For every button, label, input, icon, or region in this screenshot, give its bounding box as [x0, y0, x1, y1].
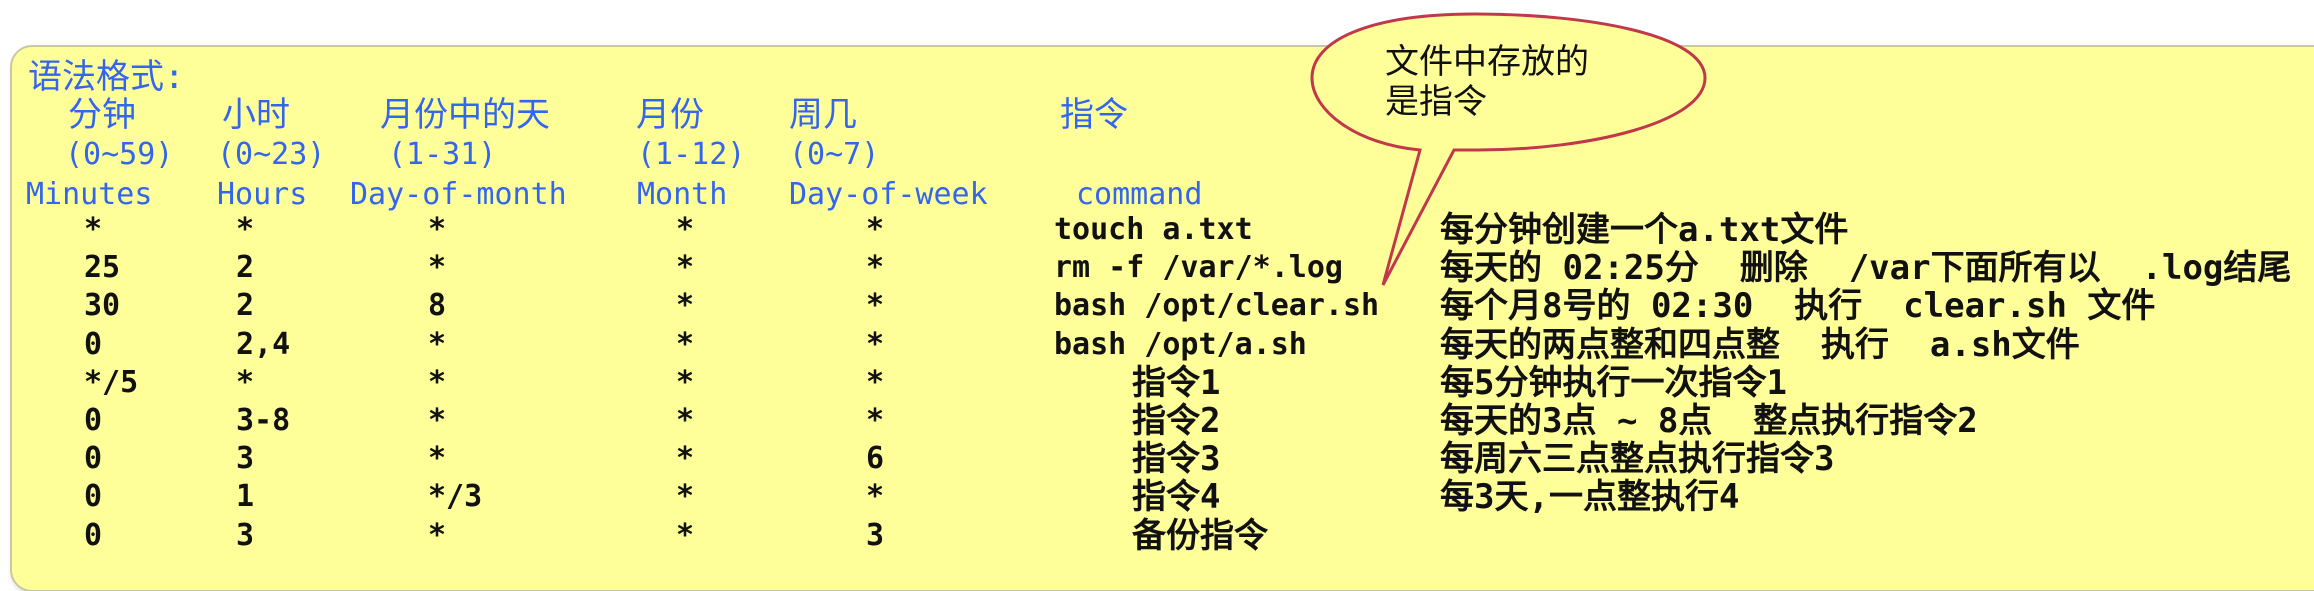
field-cn-day-of-week: 周几	[789, 95, 857, 135]
field-cn-command: 指令	[1060, 95, 1128, 135]
field-en-command: command	[1076, 177, 1203, 212]
cell-minute: 0	[84, 479, 103, 514]
cell-description: 每天的两点整和四点整 执行 a.sh文件	[1440, 325, 2080, 365]
cell-hour: 3-8	[236, 403, 291, 438]
field-cn-month: 月份	[636, 95, 704, 135]
field-range-hours: (0~23)	[217, 137, 326, 172]
cell-description: 每分钟创建一个a.txt文件	[1440, 210, 1849, 250]
cell-month: *	[676, 441, 695, 476]
cell-minute: 0	[84, 518, 103, 553]
cell-description: 每天的 02:25分 删除 /var下面所有以 .log结尾	[1440, 248, 2292, 288]
cell-day-of-month: *	[428, 403, 447, 438]
cell-command: 指令1	[1132, 363, 1221, 403]
cell-month: *	[676, 288, 695, 323]
cell-month: *	[676, 403, 695, 438]
cell-description: 每周六三点整点执行指令3	[1440, 439, 1835, 479]
cell-day-of-week: *	[866, 365, 885, 400]
cell-month: *	[676, 365, 695, 400]
field-range-month: (1-12)	[637, 137, 746, 172]
cell-minute: */5	[84, 365, 139, 400]
cell-day-of-week: *	[866, 403, 885, 438]
cell-day-of-month: *	[428, 327, 447, 362]
cell-month: *	[676, 212, 695, 247]
cell-command: 指令3	[1132, 439, 1221, 479]
cell-day-of-week: *	[866, 327, 885, 362]
cell-day-of-week: 3	[866, 518, 885, 553]
cell-minute: 0	[84, 441, 103, 476]
cell-minute: 30	[84, 288, 121, 323]
field-range-minutes: (0~59)	[65, 137, 174, 172]
cell-day-of-month: */3	[428, 479, 483, 514]
field-cn-minutes: 分钟	[68, 95, 136, 135]
field-cn-hours: 小时	[222, 95, 290, 135]
cell-day-of-week: *	[866, 479, 885, 514]
cell-command: 指令2	[1132, 401, 1221, 441]
field-cn-day-of-month: 月份中的天	[380, 95, 550, 135]
cell-minute: 0	[84, 403, 103, 438]
field-en-day-of-week: Day-of-week	[789, 177, 988, 212]
cell-month: *	[676, 479, 695, 514]
cell-day-of-week: *	[866, 250, 885, 285]
cell-month: *	[676, 327, 695, 362]
cell-command: bash /opt/clear.sh	[1054, 288, 1380, 323]
cell-day-of-month: *	[428, 250, 447, 285]
field-en-day-of-month: Day-of-month	[350, 177, 567, 212]
cell-day-of-month: 8	[428, 288, 447, 323]
cell-command: 备份指令	[1132, 516, 1268, 556]
cell-command: 指令4	[1132, 477, 1221, 517]
cell-command: rm -f /var/*.log	[1054, 250, 1343, 285]
cell-hour: 2	[236, 288, 255, 323]
cell-command: touch a.txt	[1054, 212, 1253, 247]
cell-hour: 3	[236, 441, 255, 476]
cell-day-of-month: *	[428, 518, 447, 553]
cell-day-of-month: *	[428, 441, 447, 476]
cell-day-of-week: 6	[866, 441, 885, 476]
cell-command: bash /opt/a.sh	[1054, 327, 1307, 362]
cell-month: *	[676, 250, 695, 285]
cell-minute: *	[84, 212, 103, 247]
cell-description: 每个月8号的 02:30 执行 clear.sh 文件	[1440, 286, 2156, 326]
cell-description: 每5分钟执行一次指令1	[1440, 363, 1787, 403]
cell-description: 每3天,一点整执行4	[1440, 477, 1740, 517]
cell-description: 每天的3点 ~ 8点 整点执行指令2	[1440, 401, 1978, 441]
syntax-panel	[10, 45, 2314, 591]
callout-line-1: 文件中存放的	[1385, 42, 1589, 82]
callout-fill	[1310, 12, 1707, 286]
cell-hour: 1	[236, 479, 255, 514]
cell-minute: 0	[84, 327, 103, 362]
syntax-title: 语法格式:	[28, 57, 185, 97]
field-en-minutes: Minutes	[26, 177, 153, 212]
cell-hour: *	[236, 212, 255, 247]
cell-hour: 2	[236, 250, 255, 285]
field-range-day-of-week: (0~7)	[789, 137, 880, 172]
cell-month: *	[676, 518, 695, 553]
cell-day-of-month: *	[428, 212, 447, 247]
cell-day-of-week: *	[866, 288, 885, 323]
cell-minute: 25	[84, 250, 121, 285]
field-en-hours: Hours	[217, 177, 308, 212]
cell-hour: 2,4	[236, 327, 291, 362]
callout-line-2: 是指令	[1385, 82, 1487, 122]
field-range-day-of-month: (1-31)	[388, 137, 497, 172]
cell-day-of-month: *	[428, 365, 447, 400]
cell-hour: *	[236, 365, 255, 400]
cell-day-of-week: *	[866, 212, 885, 247]
field-en-month: Month	[637, 177, 728, 212]
cell-hour: 3	[236, 518, 255, 553]
